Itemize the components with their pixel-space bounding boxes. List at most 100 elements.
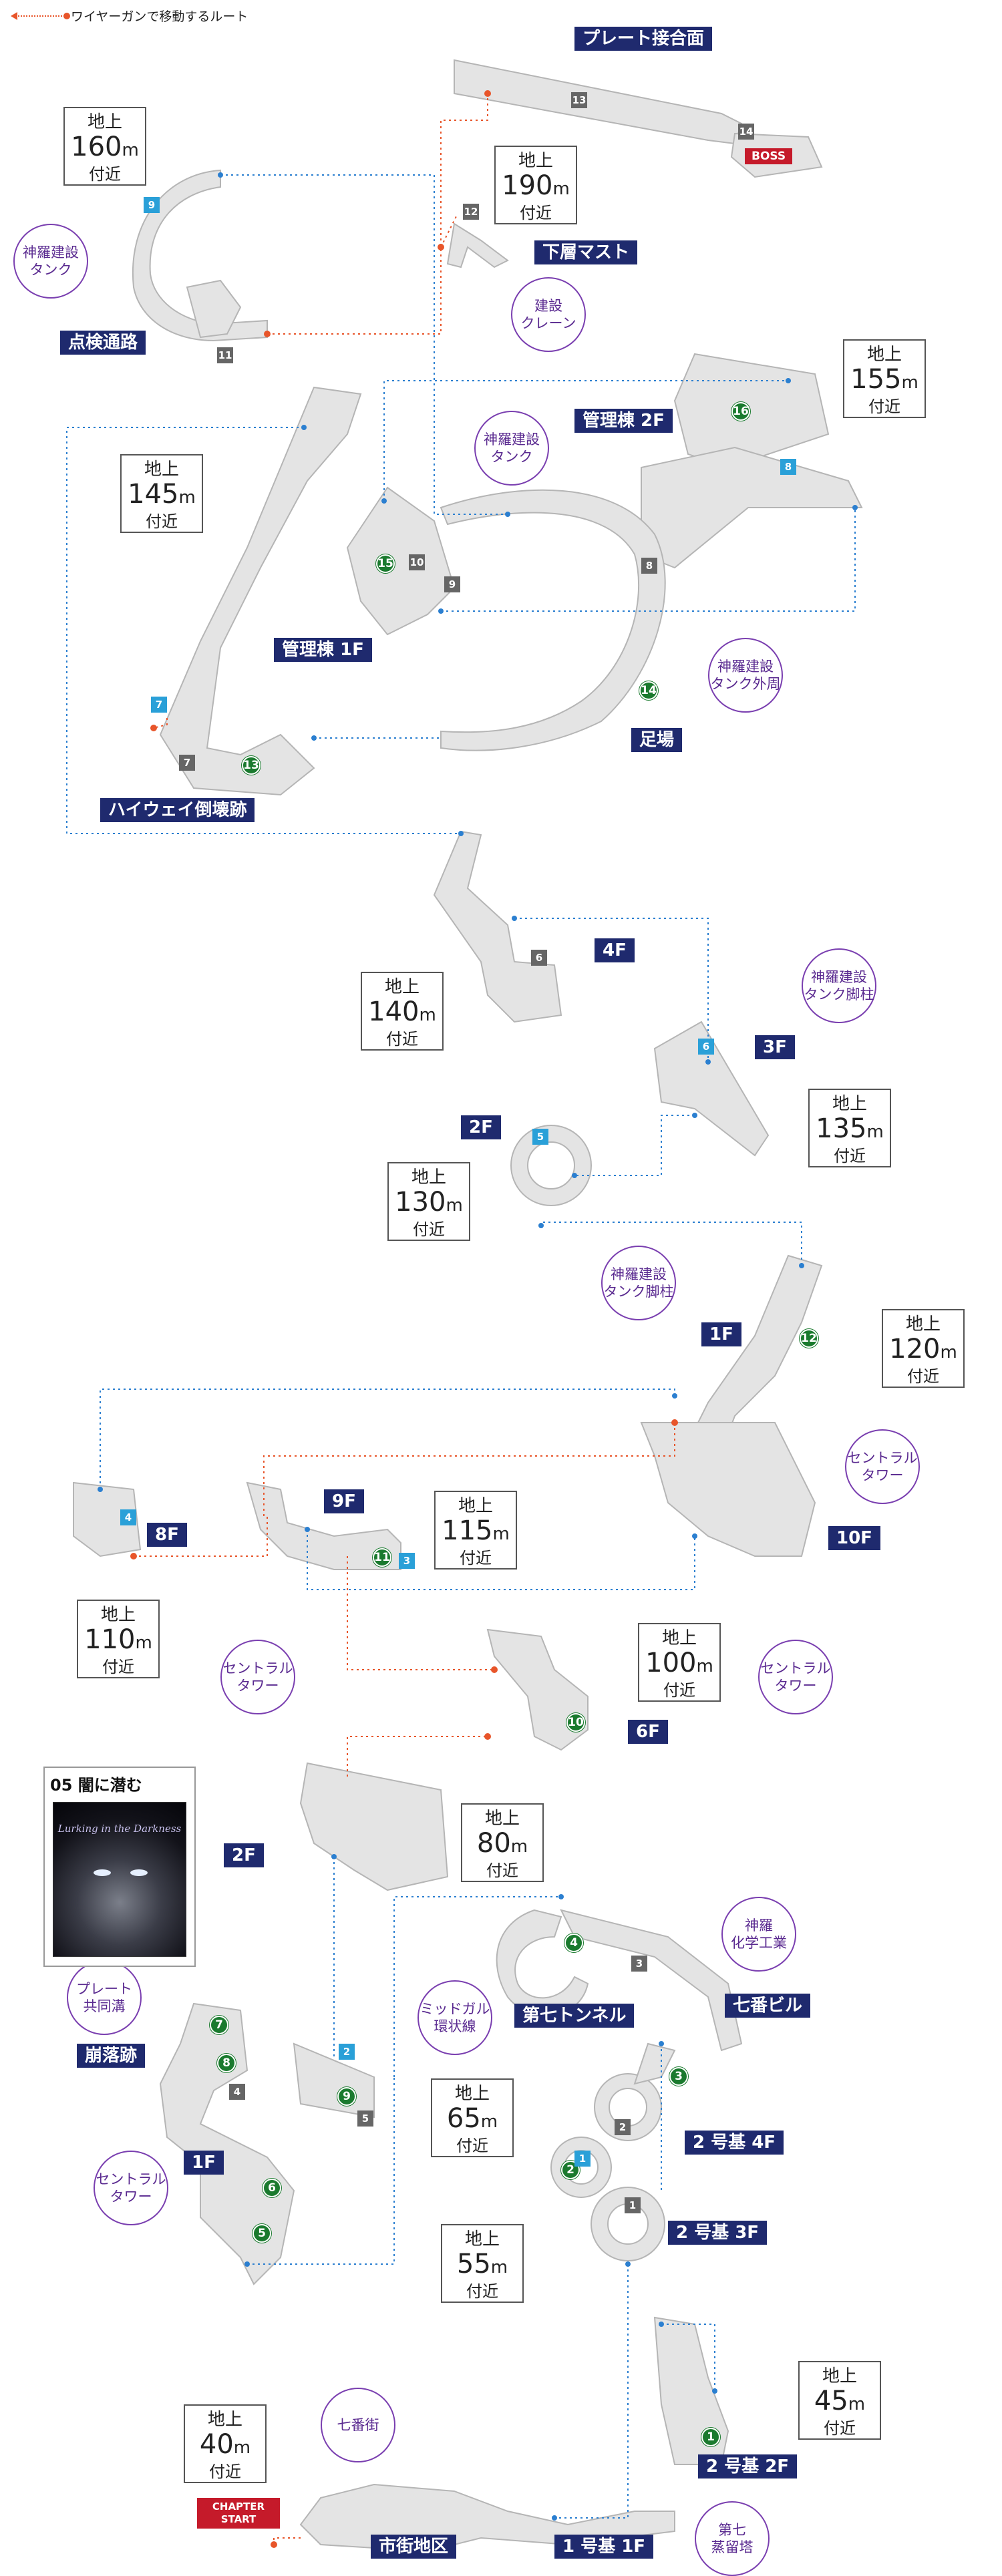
label-base1-1f: 1 号基 1F <box>554 2535 654 2559</box>
dotted-connectors <box>66 174 856 2519</box>
marker-green-16: 16 <box>731 402 750 421</box>
marker-blue-7: 7 <box>151 697 167 713</box>
admin2f-path <box>673 353 830 469</box>
chapter-card: 05 闇に潜む Lurking in the Darkness <box>43 1767 196 1967</box>
marker-green-9: 9 <box>337 2087 356 2106</box>
bldg7-path <box>560 1909 743 2052</box>
region-central3: セントラルタワー <box>758 1640 833 1714</box>
region-central4: セントラルタワー <box>94 2151 168 2225</box>
marker-blue-8: 8 <box>780 459 796 475</box>
marker-green-6: 6 <box>263 2179 281 2197</box>
marker-gray-8: 8 <box>641 558 657 574</box>
marker-gray-6: 6 <box>531 950 547 966</box>
base2-4f-bridge <box>633 2042 676 2085</box>
label-base2-3f: 2 号基 3F <box>668 2221 768 2245</box>
marker-blue-1: 1 <box>574 2151 591 2167</box>
ruins-path <box>159 2002 295 2285</box>
marker-green-10: 10 <box>566 1713 585 1732</box>
marker-blue-6: 6 <box>698 1039 714 1055</box>
marker-gray-14: 14 <box>738 124 754 140</box>
label-market: 市街地区 <box>371 2535 457 2559</box>
inspection-path <box>132 169 268 342</box>
marker-green-3: 3 <box>669 2067 688 2086</box>
label-4f: 4F <box>595 938 635 962</box>
label-scaffold: 足場 <box>631 728 683 752</box>
marker-blue-4: 4 <box>120 1509 136 1525</box>
region-crane: 建設クレーン <box>511 277 586 352</box>
scaffold-arc-path <box>440 489 666 751</box>
marker-blue-2: 2 <box>339 2044 355 2060</box>
label-tunnel7: 第七トンネル <box>514 2004 635 2028</box>
label-8f: 8F <box>147 1523 187 1547</box>
marker-gray-1: 1 <box>625 2197 641 2213</box>
label-2f-upper: 2F <box>461 1115 501 1139</box>
marker-gray-13: 13 <box>571 92 587 108</box>
region-tank-pillar: 神羅建設タンク脚柱 <box>802 948 876 1023</box>
region-steam7: 第七蒸留塔 <box>695 2501 770 2576</box>
floor6-path <box>486 1628 589 1751</box>
marker-blue-5: 5 <box>532 1129 548 1145</box>
label-10f: 10F <box>828 1526 880 1550</box>
label-mast: 下層マスト <box>534 240 638 264</box>
route-legend: ワイヤーガンで移動するルート <box>11 7 248 25</box>
label-1f-lower: 1F <box>184 2151 224 2175</box>
boss-badge: BOSS <box>745 148 793 164</box>
chapter-image-caption: Lurking in the Darkness <box>57 1823 182 1835</box>
chapter-title: 05 闇に潜む <box>50 1776 142 1795</box>
region-chem: 神羅化学工業 <box>721 1897 796 1972</box>
chapter-thumbnail: Lurking in the Darkness <box>53 1802 186 1957</box>
label-bldg7: 七番ビル <box>725 1994 811 2018</box>
region-central1: セントラルタワー <box>845 1429 920 1504</box>
floor8-path <box>73 1481 142 1557</box>
label-base2-4f: 2 号基 4F <box>685 2131 784 2155</box>
label-9f: 9F <box>324 1489 364 1513</box>
marker-green-15: 15 <box>376 554 395 573</box>
floor9-path <box>246 1481 401 1570</box>
region-central2: セントラルタワー <box>220 1640 295 1714</box>
creature-eye-icon <box>94 1869 111 1876</box>
floor2b-path <box>299 1762 449 1891</box>
marker-blue-9: 9 <box>144 197 160 213</box>
marker-green-4: 4 <box>564 1934 583 1952</box>
legend-text: ワイヤーガンで移動するルート <box>71 9 248 24</box>
marker-blue-3: 3 <box>399 1553 415 1569</box>
marker-green-5: 5 <box>253 2224 271 2243</box>
marker-gray-4: 4 <box>229 2084 245 2100</box>
wire-gun-routes <box>134 94 675 2545</box>
tower-left-path <box>159 386 362 796</box>
marker-gray-5: 5 <box>357 2110 373 2127</box>
label-plate: プレート接合面 <box>574 27 713 51</box>
marker-green-11: 11 <box>373 1548 391 1567</box>
inspection-branch <box>186 279 242 339</box>
plate-junction-path <box>454 59 743 145</box>
admin2f-lower <box>641 446 863 569</box>
label-base2-2f: 2 号基 2F <box>698 2454 798 2478</box>
mast-path <box>446 222 509 268</box>
label-3f: 3F <box>755 1035 795 1059</box>
region-tank2: 神羅建設タンク <box>474 411 549 486</box>
marker-gray-3: 3 <box>631 1956 647 1972</box>
marker-green-13: 13 <box>242 756 261 775</box>
creature-eye-icon <box>130 1869 148 1876</box>
marker-green-1: 1 <box>701 2428 720 2446</box>
marker-gray-10: 10 <box>409 554 425 570</box>
marker-green-7: 7 <box>210 2016 228 2034</box>
admin1f-path <box>346 486 456 636</box>
floor3-path <box>653 1021 770 1157</box>
marker-gray-12: 12 <box>463 204 479 220</box>
